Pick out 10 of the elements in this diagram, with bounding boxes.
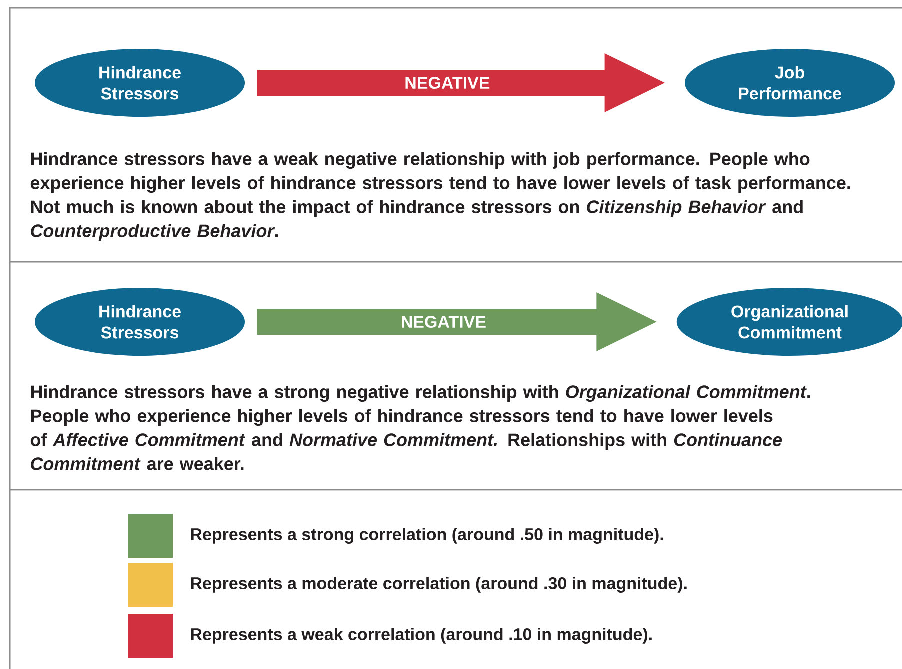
edge-label: NEGATIVE [404, 76, 492, 90]
description-paragraph: Hindrance stressors have a strong negative relationship with Organizational Commitment. People who experience higher levels of hindrance stressors tend to have lower levels of Affective Commitment and Normative Commitment. Relationships with Continuance Commitment are weaker. [30, 385, 810, 470]
legend-text: Represents a weak correlation (around .10 in magnitude). [191, 628, 652, 644]
ellipse-node: Hindrance Stressors [35, 49, 245, 117]
legend-text: Represents a moderate correlation (around .30 in magnitude). [191, 577, 687, 593]
ellipse-node: Hindrance Stressors [35, 288, 245, 356]
description-paragraph: Hindrance stressors have a weak negative relationship with job performance. People who experience higher levels of hindrance stressors tend to have lower levels of task performance. Not much is known about the impact of hindrance stressors on Citizenship Behavior and Counterproductive Behavior. [30, 152, 850, 241]
legend-text: Represents a strong correlation (around .50 in magnitude). [191, 528, 664, 544]
ellipse-node: Job Performance [685, 49, 895, 117]
edge-label: NEGATIVE [400, 314, 488, 330]
